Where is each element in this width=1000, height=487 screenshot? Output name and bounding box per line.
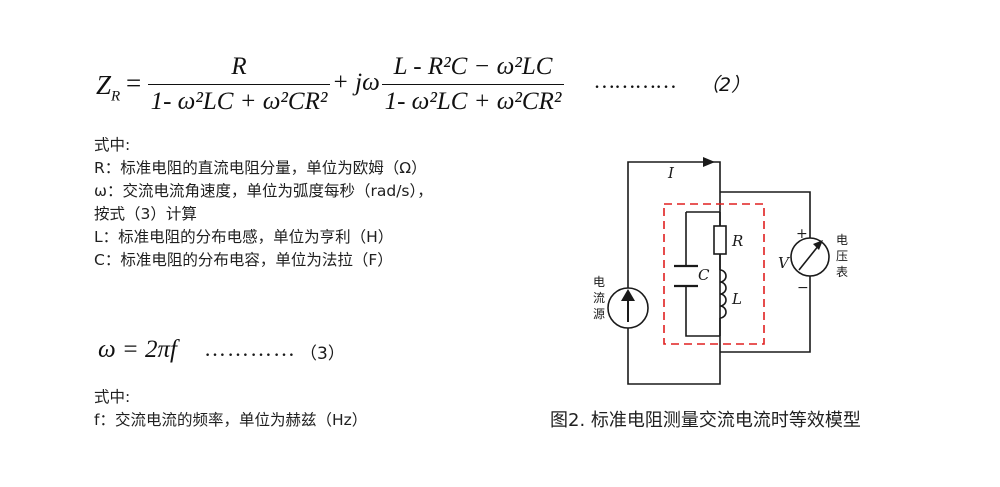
legend-2-title: 式中: [94, 388, 131, 406]
voltmeter-plus: + [796, 226, 808, 242]
fraction-2-numerator: L - R²C − ω²LC [393, 53, 553, 80]
capacitor-label: C [698, 266, 710, 284]
current-label: I [667, 164, 675, 182]
legend-1-line: 按式（3）计算 [94, 205, 197, 223]
voltmeter-symbol-label: V [778, 254, 791, 272]
current-direction-arrow [703, 157, 715, 167]
voltmeter-label-char: 压 [836, 249, 848, 263]
legend-1-title: 式中: [94, 136, 131, 154]
voltmeter-label-char: 表 [836, 265, 848, 279]
inductor-label: L [731, 290, 742, 308]
resistor-label: R [731, 232, 743, 250]
formula-2-equals: = [126, 68, 142, 98]
source-label-char: 流 [593, 291, 605, 305]
legend-2-line: f：交流电流的频率，单位为赫兹（Hz） [94, 411, 368, 429]
fraction-1-denominator: 1- ω²LC + ω²CR² [150, 88, 328, 115]
current-source-arrow [621, 289, 635, 301]
formula-3-number: （3） [300, 344, 345, 364]
voltmeter-minus: − [797, 280, 809, 296]
source-label-char: 电 [593, 275, 605, 289]
resistor-symbol [713, 225, 727, 255]
voltmeter-needle-arrow [813, 240, 823, 250]
formula-2-number: （2） [700, 74, 751, 96]
standard-resistor-box [663, 203, 765, 345]
legend-1-line: R：标准电阻的直流电阻分量，单位为欧姆（Ω） [94, 159, 427, 177]
legend-1-line: C：标准电阻的分布电容，单位为法拉（F） [94, 251, 393, 269]
legend-1-line: L：标准电阻的分布电感，单位为亨利（H） [94, 228, 394, 246]
legend-2: 式中: f：交流电流的频率，单位为赫兹（Hz） [94, 386, 367, 432]
formula-2-dots: ………… [595, 68, 678, 93]
fraction-2-denominator: 1- ω²LC + ω²CR² [384, 88, 562, 115]
source-label-char: 源 [593, 307, 605, 321]
formula-3-dots: ………… [204, 336, 296, 361]
figure-caption: 图2. 标准电阻测量交流电流时等效模型 [550, 410, 861, 431]
formula-2-fraction-1: R 1- ω²LC + ω²CR² [148, 52, 330, 117]
formula-2-plus-j-omega: + jω [332, 69, 380, 96]
formula-2-lhs: ZR [96, 70, 121, 105]
legend-1: 式中: R：标准电阻的直流电阻分量，单位为欧姆（Ω） ω：交流电流角速度，单位为… [94, 134, 433, 272]
formula-2-fraction-2: L - R²C − ω²LC 1- ω²LC + ω²CR² [382, 52, 564, 117]
legend-1-line: ω：交流电流角速度，单位为弧度每秒（rad/s）， [94, 182, 433, 200]
fraction-1-numerator: R [231, 53, 247, 80]
formula-3: ω = 2πf [98, 336, 177, 363]
voltmeter-label-char: 电 [836, 233, 848, 247]
